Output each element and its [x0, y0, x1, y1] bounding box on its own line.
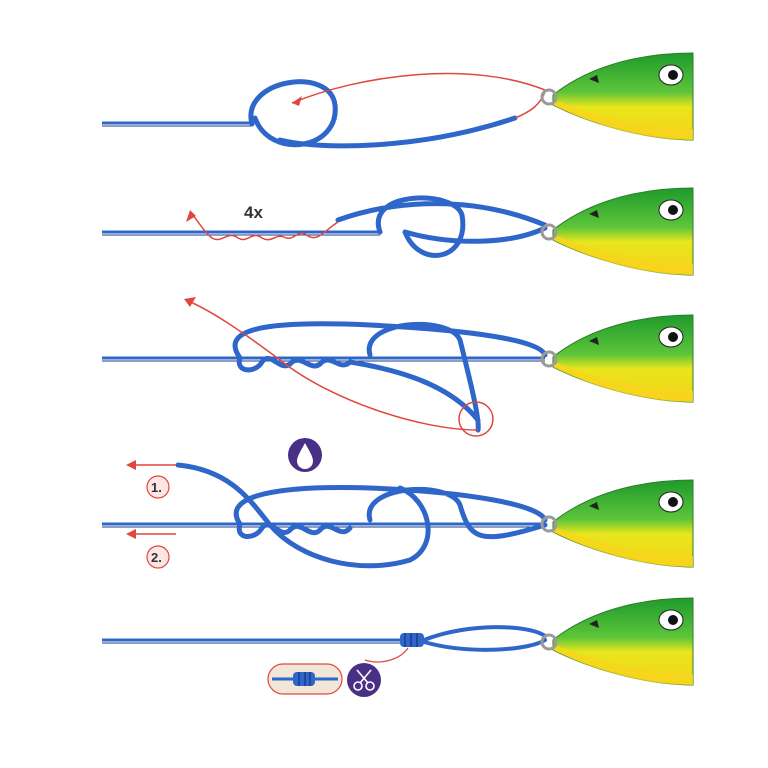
step-3	[102, 297, 695, 437]
wrap-guide	[189, 211, 339, 241]
step-5	[102, 596, 695, 697]
step-1-marker-label: 1.	[151, 480, 162, 495]
wrap-count-label: 4x	[244, 203, 263, 222]
line-loop	[232, 321, 548, 433]
lure	[540, 596, 695, 687]
step-2-marker-label: 2.	[151, 550, 162, 565]
guide-arrow	[185, 299, 479, 431]
line-loop	[422, 625, 547, 652]
finished-knot-inset	[267, 663, 343, 695]
tag-end-highlight	[458, 401, 494, 437]
line-loop	[175, 462, 548, 569]
lure	[540, 478, 695, 569]
step-1	[102, 51, 695, 149]
line-loop	[335, 195, 548, 258]
water-drop-icon	[288, 438, 322, 472]
finished-knot	[400, 633, 424, 647]
lure	[540, 51, 695, 142]
step-2-marker	[146, 545, 170, 569]
step-2: 4x	[102, 186, 695, 277]
lure	[540, 186, 695, 277]
lure	[540, 313, 695, 404]
scissors-icon	[347, 663, 381, 697]
line-loop	[248, 79, 518, 149]
step-1-marker	[146, 475, 170, 499]
guide-arrow	[291, 72, 546, 104]
step-4: 1. 2.	[102, 438, 695, 569]
